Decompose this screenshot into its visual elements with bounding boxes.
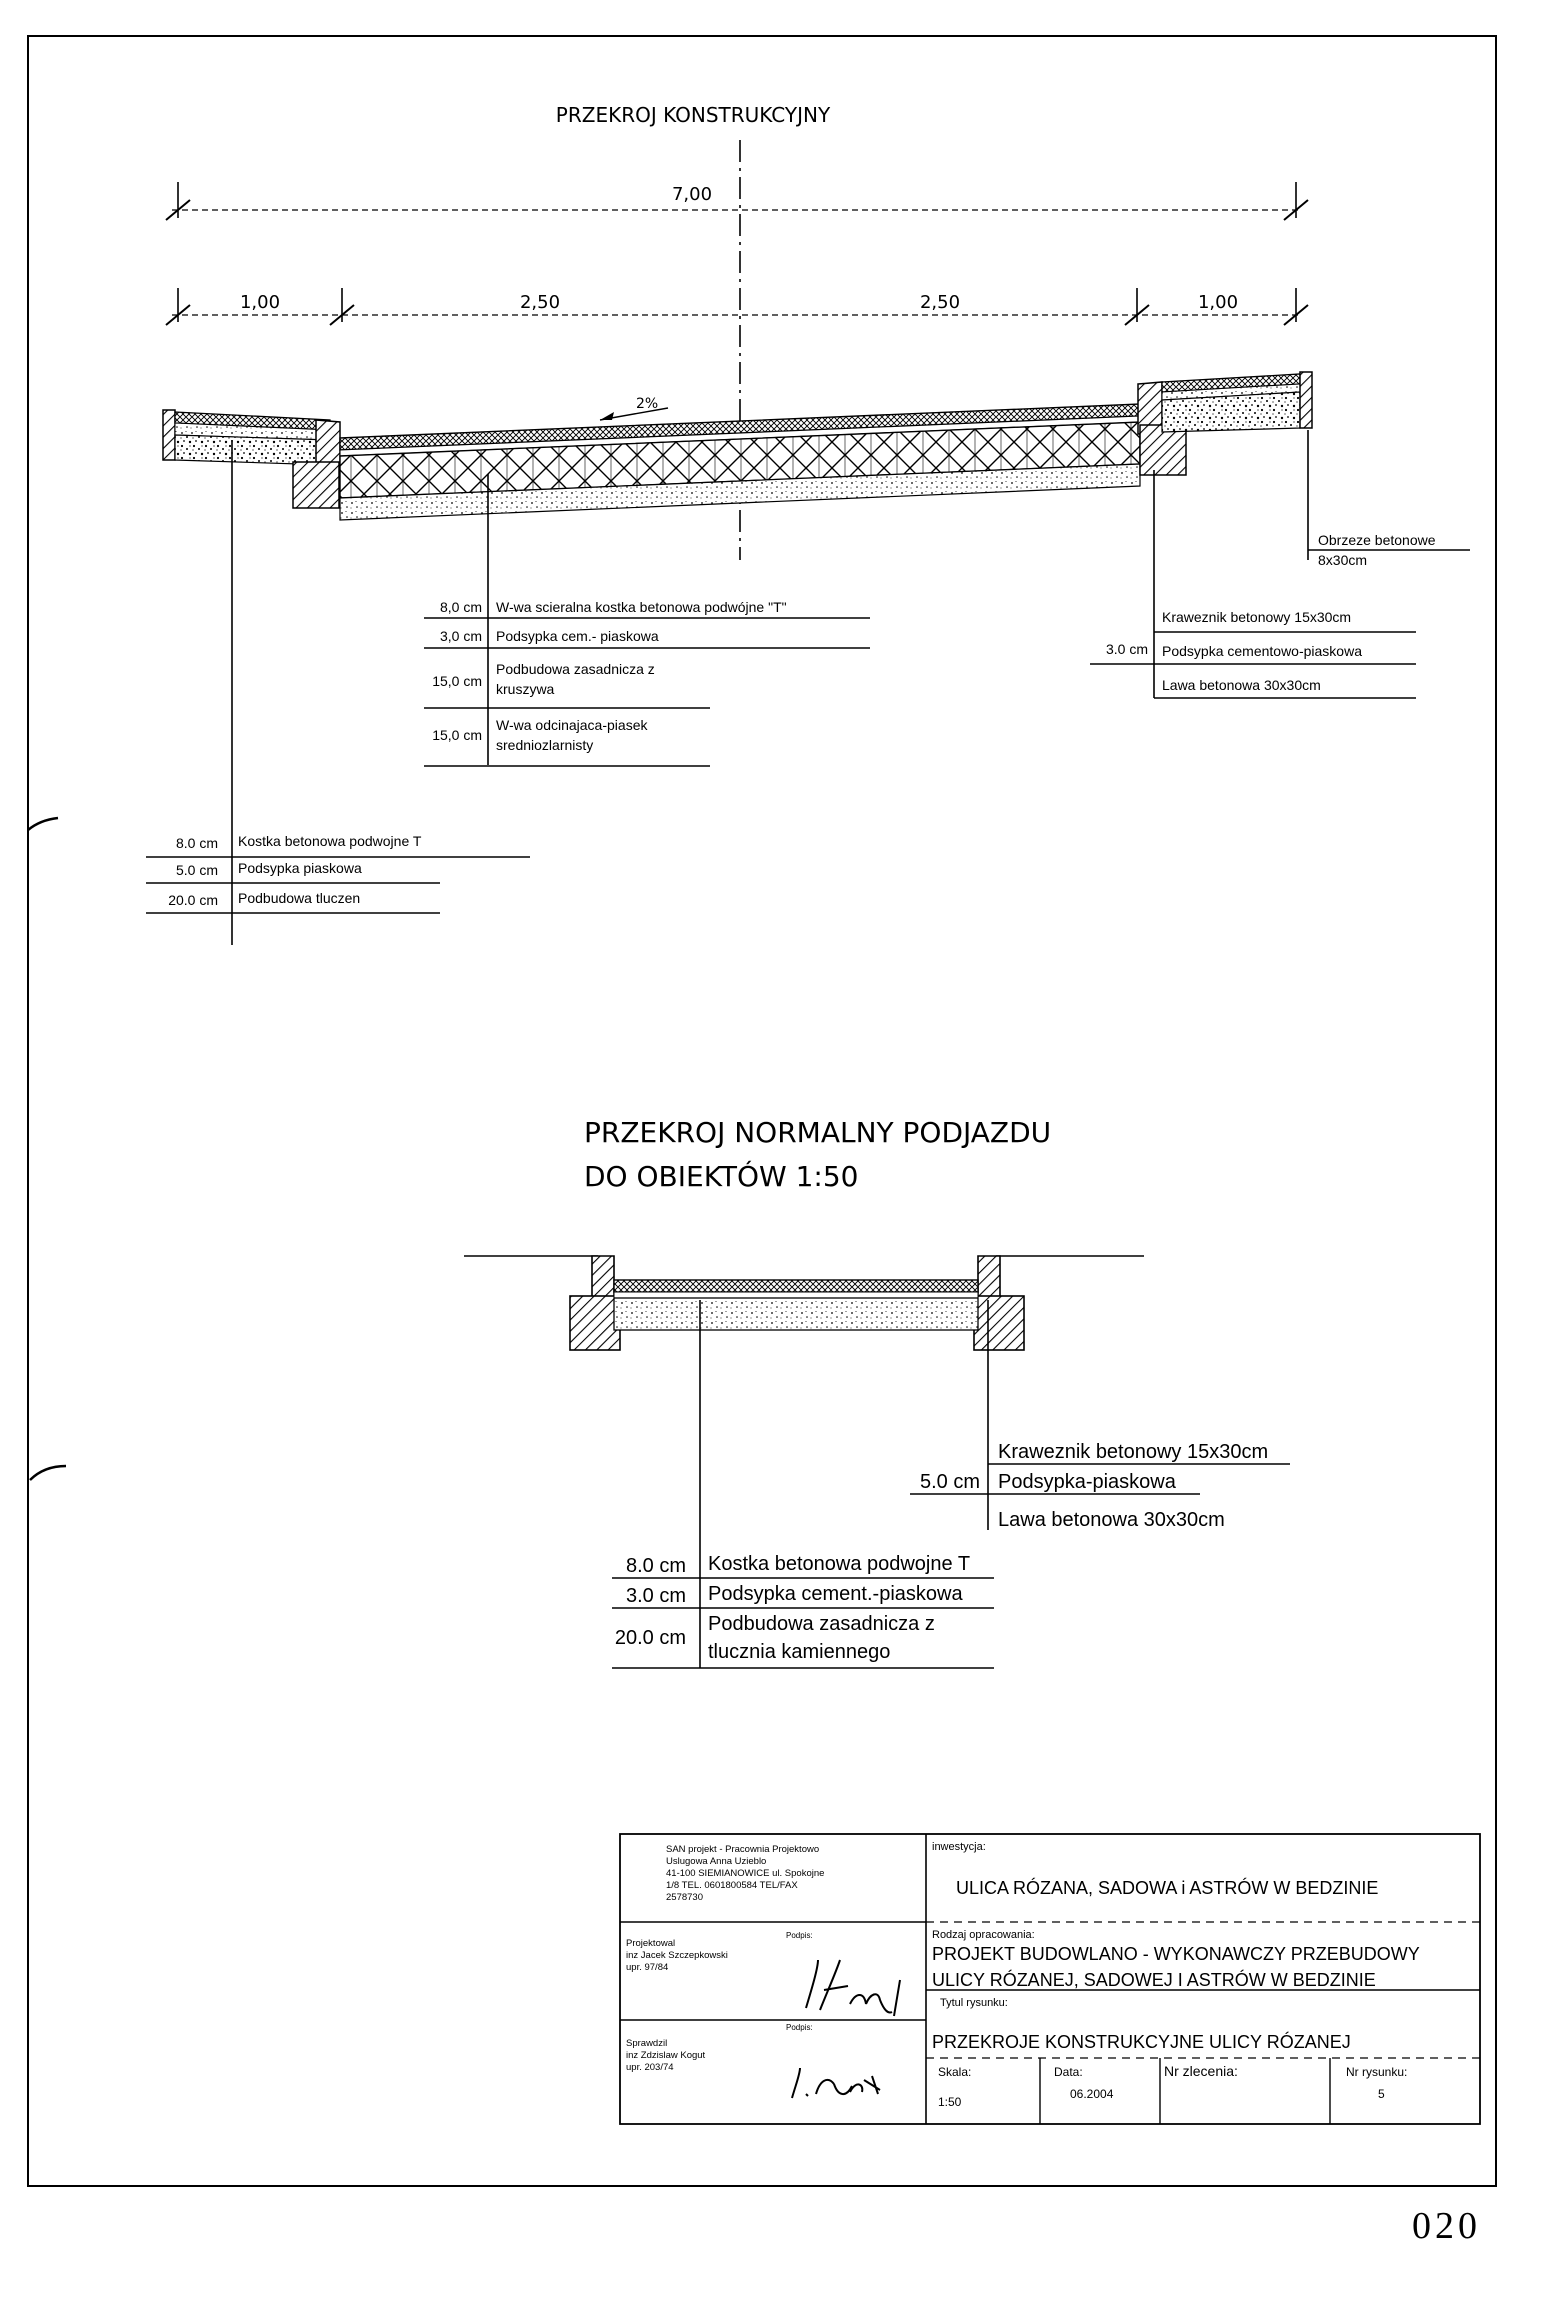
road-layer-1-thickness: 8,0 cm	[440, 599, 482, 615]
checker-role: Sprawdzil	[626, 2038, 667, 2049]
section2-title-line1: PRZEKROJ NORMALNY PODJAZDU	[584, 1116, 1051, 1149]
road-layer-3-label2: kruszywa	[496, 681, 555, 697]
dim-mid-right-label: 2,50	[920, 292, 960, 313]
sidewalk-layer-2-label: Podsypka piaskowa	[238, 860, 362, 876]
scale-value: 1:50	[938, 2095, 962, 2109]
road-layers	[339, 403, 1141, 521]
section2-road-layer-2-thickness: 3.0 cm	[626, 1585, 686, 1607]
sidewalk-layers-callout: 8.0 cm Kostka betonowa podwojne T 5.0 cm…	[146, 833, 530, 914]
designer-license: upr. 97/84	[626, 1962, 668, 1973]
road-layer-3-thickness: 15,0 cm	[432, 673, 482, 689]
section2-road-layer-3-label2: tlucznia kamiennego	[708, 1641, 890, 1663]
sidewalk-layer-1-thickness: 8.0 cm	[176, 835, 218, 851]
section2-right-curb	[973, 1255, 1025, 1351]
section2-road-layer-3-label: Podbudowa zasadnicza z	[708, 1613, 935, 1635]
section2-road-layer-3-thickness: 20.0 cm	[615, 1627, 686, 1649]
company-line-1: SAN projekt - Pracownia Projektowo	[666, 1844, 819, 1855]
drawing-no-label: Nr rysunku:	[1346, 2065, 1407, 2079]
section2-road-layers	[613, 1279, 979, 1331]
designer-signature-label: Podpis:	[786, 1931, 813, 1940]
right-curb-callout: Kraweznik betonowy 15x30cm 3.0 cm Podsyp…	[1090, 609, 1416, 699]
checker-signature	[791, 2067, 881, 2099]
slope-label: 2%	[636, 396, 658, 412]
edging-label2: 8x30cm	[1318, 552, 1367, 568]
section2-road-callout: 8.0 cm Kostka betonowa podwojne T 3.0 cm…	[612, 1553, 994, 1669]
company-line-3: 41-100 SIEMIANOWICE ul. Spokojne	[666, 1868, 824, 1879]
checker-signature-label: Podpis:	[786, 2023, 813, 2032]
section2-road-layer-2-label: Podsypka cement.-piaskowa	[708, 1583, 963, 1605]
left-sidewalk	[162, 409, 331, 466]
section1-title: PRZEKROJ KONSTRUKCYJNY	[556, 103, 831, 127]
drawing-no-value: 5	[1378, 2087, 1385, 2101]
designer-signature	[805, 1959, 901, 2017]
right-curb-layer-2-label: Podsypka cementowo-piaskowa	[1162, 643, 1362, 659]
right-curb-layer-3-label: Lawa betonowa 30x30cm	[1162, 677, 1321, 693]
section2-curb-layer-1-label: Kraweznik betonowy 15x30cm	[998, 1441, 1268, 1463]
road-layer-3-label: Podbudowa zasadnicza z	[496, 661, 655, 677]
section2-driveway-cross-section: PRZEKROJ NORMALNY PODJAZDU DO OBIEKTÓW 1…	[464, 1116, 1290, 1669]
right-curb-layer-1-label: Kraweznik betonowy 15x30cm	[1162, 609, 1351, 625]
road-layer-4-thickness: 15,0 cm	[432, 727, 482, 743]
order-label: Nr zlecenia:	[1164, 2063, 1238, 2079]
road-layer-4-label2: sredniozlarnisty	[496, 737, 593, 753]
type-line-2: ULICY RÓZANEJ, SADOWEJ I ASTRÓW W BEDZIN…	[932, 1969, 1376, 1990]
sidewalk-layer-1-label: Kostka betonowa podwojne T	[238, 833, 422, 849]
road-layers-callout: 8,0 cm W-wa scieralna kostka betonowa po…	[424, 599, 870, 767]
edging-label: Obrzeze betonowe	[1318, 532, 1436, 548]
date-value: 06.2004	[1070, 2087, 1114, 2101]
checker-name: inz Zdzislaw Kogut	[626, 2050, 706, 2061]
section2-road-layer-1-thickness: 8.0 cm	[626, 1555, 686, 1577]
date-label: Data:	[1054, 2065, 1083, 2079]
road-layer-2-label: Podsypka cem.- piaskowa	[496, 628, 659, 644]
edging-callout: Obrzeze betonowe 8x30cm	[1308, 532, 1470, 568]
type-label: Rodzaj opracowania:	[932, 1929, 1035, 1941]
road-layer-4-label: W-wa odcinajaca-piasek	[496, 717, 648, 733]
company-line-2: Uslugowa Anna Uzieblo	[666, 1856, 766, 1867]
sheet-number: 020	[1412, 2205, 1481, 2247]
sidewalk-layer-3-label: Podbudowa tluczen	[238, 890, 360, 906]
section2-curb-layer-2-thickness: 5.0 cm	[920, 1471, 980, 1493]
road-layer-1-label: W-wa scieralna kostka betonowa podwójne …	[496, 599, 787, 615]
margin-mark-2	[29, 1464, 67, 1481]
sidewalk-layer-3-thickness: 20.0 cm	[168, 892, 218, 908]
scale-label: Skala:	[938, 2065, 971, 2079]
section2-road-layer-1-label: Kostka betonowa podwojne T	[708, 1553, 970, 1575]
dim-total-label: 7,00	[672, 184, 712, 205]
right-curb-layer-2-thickness: 3.0 cm	[1106, 641, 1148, 657]
designer-name: inz Jacek Szczepkowski	[626, 1950, 728, 1961]
section2-curb-layer-2-label: Podsypka-piaskowa	[998, 1471, 1177, 1493]
section2-curb-callout: Kraweznik betonowy 15x30cm 5.0 cm Podsyp…	[910, 1441, 1290, 1531]
section2-left-curb	[569, 1255, 621, 1351]
investment-label: inwestycja:	[932, 1841, 986, 1853]
company-line-5: 2578730	[666, 1892, 703, 1903]
designer-role: Projektowal	[626, 1938, 675, 1949]
section1-structural-cross-section: PRZEKROJ KONSTRUKCYJNY 7,00 1,00 2,50 2,…	[146, 103, 1470, 945]
drawing-title-label: Tytul rysunku:	[940, 1997, 1008, 2009]
sheet-border	[27, 35, 1497, 2187]
section2-title-line2: DO OBIEKTÓW 1:50	[584, 1159, 859, 1193]
right-sidewalk	[1161, 371, 1313, 433]
title-block: SAN projekt - Pracownia Projektowo Uslug…	[619, 1833, 1481, 2125]
left-curb	[292, 419, 341, 509]
section2-curb-layer-3-label: Lawa betonowa 30x30cm	[998, 1509, 1225, 1531]
dim-left-label: 1,00	[240, 292, 280, 313]
investment-value: ULICA RÓZANA, SADOWA i ASTRÓW W BEDZINIE	[956, 1877, 1378, 1898]
sidewalk-layer-2-thickness: 5.0 cm	[176, 862, 218, 878]
dim-right-label: 1,00	[1198, 292, 1238, 313]
company-line-4: 1/8 TEL. 0601800584 TEL/FAX	[666, 1880, 798, 1891]
road-layer-2-thickness: 3,0 cm	[440, 628, 482, 644]
type-line-1: PROJEKT BUDOWLANO - WYKONAWCZY PRZEBUDOW…	[932, 1944, 1420, 1964]
left-edging	[162, 409, 176, 461]
dim-mid-left-label: 2,50	[520, 292, 560, 313]
drawing-title: PRZEKROJE KONSTRUKCYJNE ULICY RÓZANEJ	[932, 2031, 1351, 2052]
right-curb	[1137, 381, 1187, 476]
margin-mark-1	[27, 816, 59, 831]
checker-license: upr. 203/74	[626, 2062, 674, 2073]
right-edging	[1299, 371, 1313, 429]
